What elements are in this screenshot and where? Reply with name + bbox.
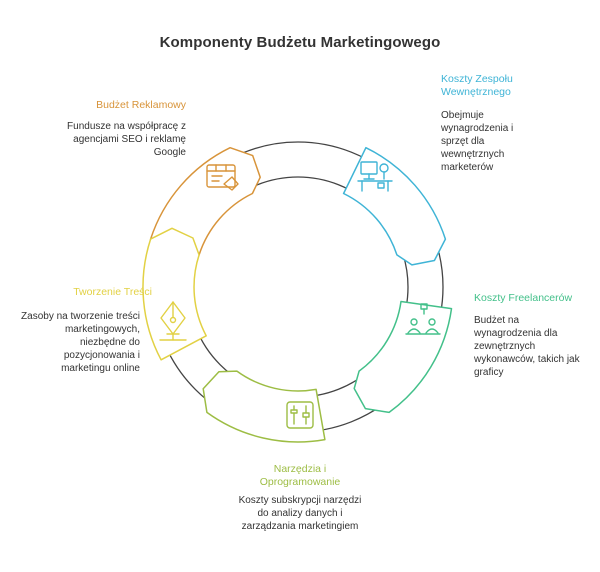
ad-screen-icon xyxy=(206,164,239,191)
segment-desc-koszty-freelancerow: Budżet na wynagrodzenia dla zewnętrznych… xyxy=(474,315,580,378)
tools-icon xyxy=(286,401,314,429)
segment-arc-koszty-freelancerow xyxy=(353,300,453,414)
segment-label-koszty-zespolu: Koszty Zespołu Wewnętrznego xyxy=(441,73,513,98)
desk-computer-icon xyxy=(357,161,393,192)
segment-label-koszty-freelancerow: Koszty Freelancerów xyxy=(474,292,573,304)
segment-arc-tworzenie-tresci xyxy=(142,227,207,361)
segment-desc-tworzenie-tresci: Zasoby na tworzenie treści marketingowyc… xyxy=(21,311,140,374)
segment-desc-koszty-zespolu: Obejmuje wynagrodzenia i sprzęt dla wewn… xyxy=(441,110,514,173)
segment-desc-budzet-reklamowy: Fundusze na współpracę z agencjami SEO i… xyxy=(67,121,186,158)
freelancers-icon xyxy=(405,303,441,335)
segment-arc-budzet-reklamowy xyxy=(149,146,261,256)
segment-label-tworzenie-tresci: Tworzenie Treści xyxy=(73,286,152,298)
segment-desc-narzedzia: Koszty subskrypcji narzędzi do analizy d… xyxy=(238,495,362,532)
segment-arc-koszty-zespolu xyxy=(342,146,447,266)
pen-tool-icon xyxy=(159,301,187,341)
diagram-title: Komponenty Budżetu Marketingowego xyxy=(159,34,441,51)
segment-label-narzedzia: Narzędzia i Oprogramowanie xyxy=(259,463,341,488)
segment-label-budzet-reklamowy: Budżet Reklamowy xyxy=(96,99,186,111)
